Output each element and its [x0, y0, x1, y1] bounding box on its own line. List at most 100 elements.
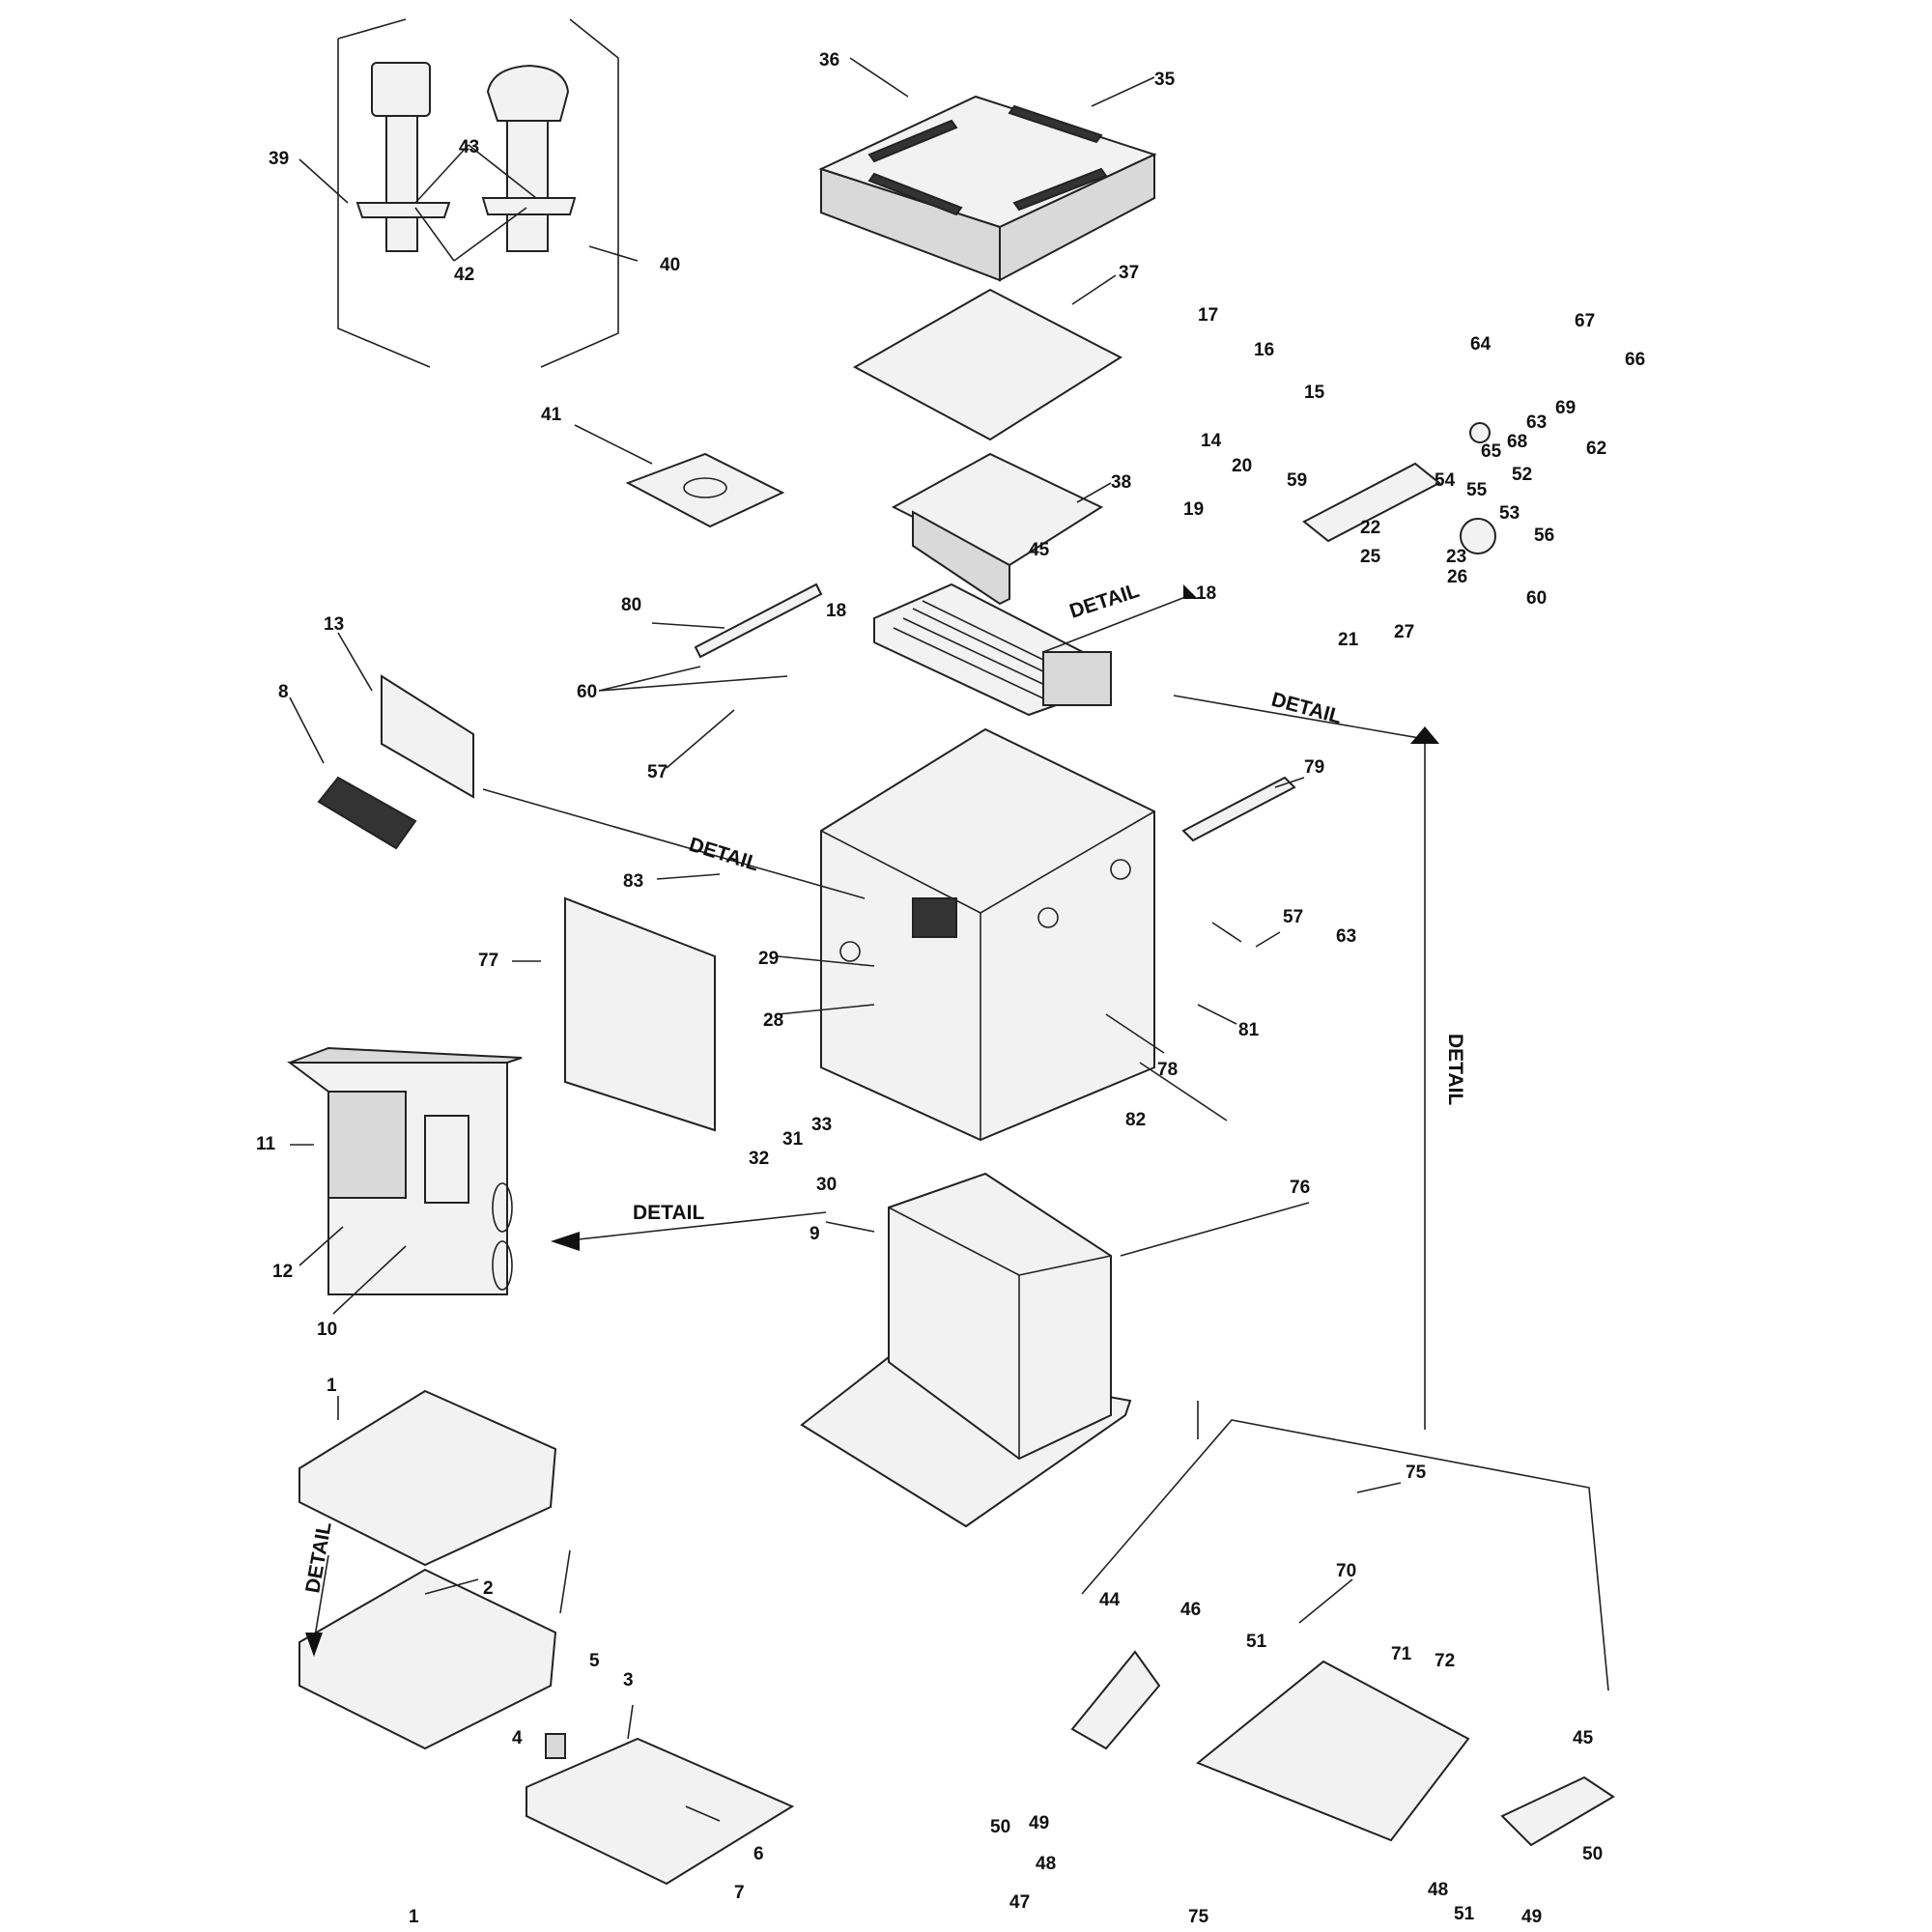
control-panel — [317, 674, 474, 850]
callout-2: 2 — [483, 1578, 494, 1599]
callout-26: 26 — [1447, 567, 1467, 587]
callout-48: 48 — [1036, 1854, 1056, 1874]
detail-label: DETAIL — [633, 1202, 704, 1224]
callout-52: 52 — [1512, 465, 1532, 485]
callout-41: 41 — [541, 405, 562, 425]
callout-51: 51 — [1246, 1632, 1267, 1652]
callout-1: 1 — [409, 1907, 419, 1927]
detail-label: DETAIL — [1444, 1034, 1466, 1105]
callout-5: 5 — [589, 1651, 600, 1671]
callout-14: 14 — [1201, 431, 1222, 451]
bracket-79 — [1181, 776, 1296, 842]
detail-label: DETAIL — [1066, 580, 1142, 623]
callout-30: 30 — [816, 1175, 837, 1195]
callout-25: 25 — [1360, 547, 1381, 567]
callout-10: 10 — [317, 1320, 337, 1340]
callout-56: 56 — [1534, 526, 1554, 546]
callout-28: 28 — [763, 1010, 783, 1031]
callout-66: 66 — [1625, 350, 1645, 370]
callout-18: 18 — [1196, 583, 1216, 604]
callout-6: 6 — [753, 1844, 764, 1864]
callout-55: 55 — [1466, 480, 1488, 500]
callout-37: 37 — [1119, 263, 1139, 283]
callout-50: 50 — [1582, 1844, 1603, 1864]
heat-exchanger — [873, 582, 1112, 717]
callout-81: 81 — [1238, 1020, 1260, 1040]
callout-51: 51 — [1454, 1904, 1475, 1924]
callout-77: 77 — [478, 951, 498, 971]
detail-arrow-head — [1410, 726, 1439, 744]
callout-13: 13 — [324, 614, 344, 635]
callout-47: 47 — [1009, 1892, 1030, 1913]
callout-42: 42 — [454, 265, 474, 285]
callout-60: 60 — [1526, 588, 1547, 609]
callout-72: 72 — [1435, 1651, 1455, 1671]
callout-53: 53 — [1499, 503, 1520, 524]
callout-33: 33 — [811, 1115, 832, 1135]
callout-21: 21 — [1338, 630, 1359, 650]
detail-arrow-head — [305, 1633, 323, 1657]
callout-35: 35 — [1154, 70, 1176, 90]
part-callouts: 1 1 2 3 4 5 6 7 8 9 10 11 12 13 14 15 16… — [256, 50, 1645, 1927]
callout-4: 4 — [512, 1728, 523, 1748]
detail-label: DETAIL — [301, 1520, 336, 1595]
callout-59: 59 — [1287, 470, 1307, 491]
callout-45: 45 — [1573, 1728, 1594, 1748]
callout-57: 57 — [1283, 907, 1303, 927]
detail-label: DETAIL — [687, 834, 762, 876]
callout-54: 54 — [1435, 470, 1456, 491]
callout-19: 19 — [1183, 499, 1204, 520]
callout-29: 29 — [758, 949, 779, 969]
heater-base — [800, 1172, 1132, 1528]
callout-67: 67 — [1575, 311, 1595, 331]
callout-63: 63 — [1526, 412, 1547, 433]
callout-7: 7 — [734, 1883, 745, 1903]
detail-arrow-head — [1183, 584, 1198, 599]
callout-15: 15 — [1304, 383, 1325, 403]
bracket-80 — [694, 582, 823, 659]
callout-49: 49 — [1029, 1813, 1049, 1833]
callout-49: 49 — [1521, 1907, 1542, 1927]
callout-78: 78 — [1157, 1060, 1178, 1080]
callout-50: 50 — [990, 1817, 1010, 1837]
callout-70: 70 — [1336, 1561, 1356, 1581]
callout-83: 83 — [623, 871, 643, 892]
callout-75: 75 — [1188, 1907, 1209, 1927]
detail-arrows — [305, 584, 1439, 1657]
callout-31: 31 — [782, 1129, 804, 1150]
callout-8: 8 — [278, 682, 289, 702]
detail-label: DETAIL — [1269, 689, 1345, 728]
leader-lines — [289, 57, 1402, 1822]
callout-39: 39 — [269, 149, 289, 169]
callout-32: 32 — [749, 1149, 769, 1169]
callout-64: 64 — [1470, 334, 1492, 355]
callout-60: 60 — [577, 682, 597, 702]
callout-44: 44 — [1099, 1590, 1121, 1610]
callout-80: 80 — [621, 595, 641, 615]
callout-75: 75 — [1406, 1463, 1427, 1483]
detail-arrow-head — [551, 1232, 580, 1251]
gas-valve-detail — [1302, 422, 1496, 554]
callout-82: 82 — [1125, 1110, 1146, 1130]
callout-43: 43 — [459, 137, 479, 157]
callout-16: 16 — [1254, 340, 1274, 360]
heater-cabinet — [820, 727, 1155, 1142]
callout-62: 62 — [1586, 439, 1606, 459]
callout-40: 40 — [660, 255, 680, 275]
callout-76: 76 — [1290, 1178, 1310, 1198]
burner-tray-assembly — [298, 1389, 795, 1886]
top-cover — [818, 95, 1157, 282]
callout-79: 79 — [1304, 757, 1324, 778]
callout-9: 9 — [810, 1224, 820, 1244]
callout-11: 11 — [256, 1134, 276, 1154]
callout-46: 46 — [1180, 1600, 1201, 1620]
callout-36: 36 — [819, 50, 839, 71]
callout-45: 45 — [1029, 540, 1050, 560]
callout-38: 38 — [1111, 472, 1131, 493]
callout-57: 57 — [647, 762, 668, 782]
vent-cap-group — [337, 18, 619, 368]
header-detail-group — [1070, 1419, 1615, 1847]
callout-23: 23 — [1446, 547, 1466, 567]
side-panel — [564, 896, 716, 1132]
electrical-box — [287, 1046, 523, 1295]
